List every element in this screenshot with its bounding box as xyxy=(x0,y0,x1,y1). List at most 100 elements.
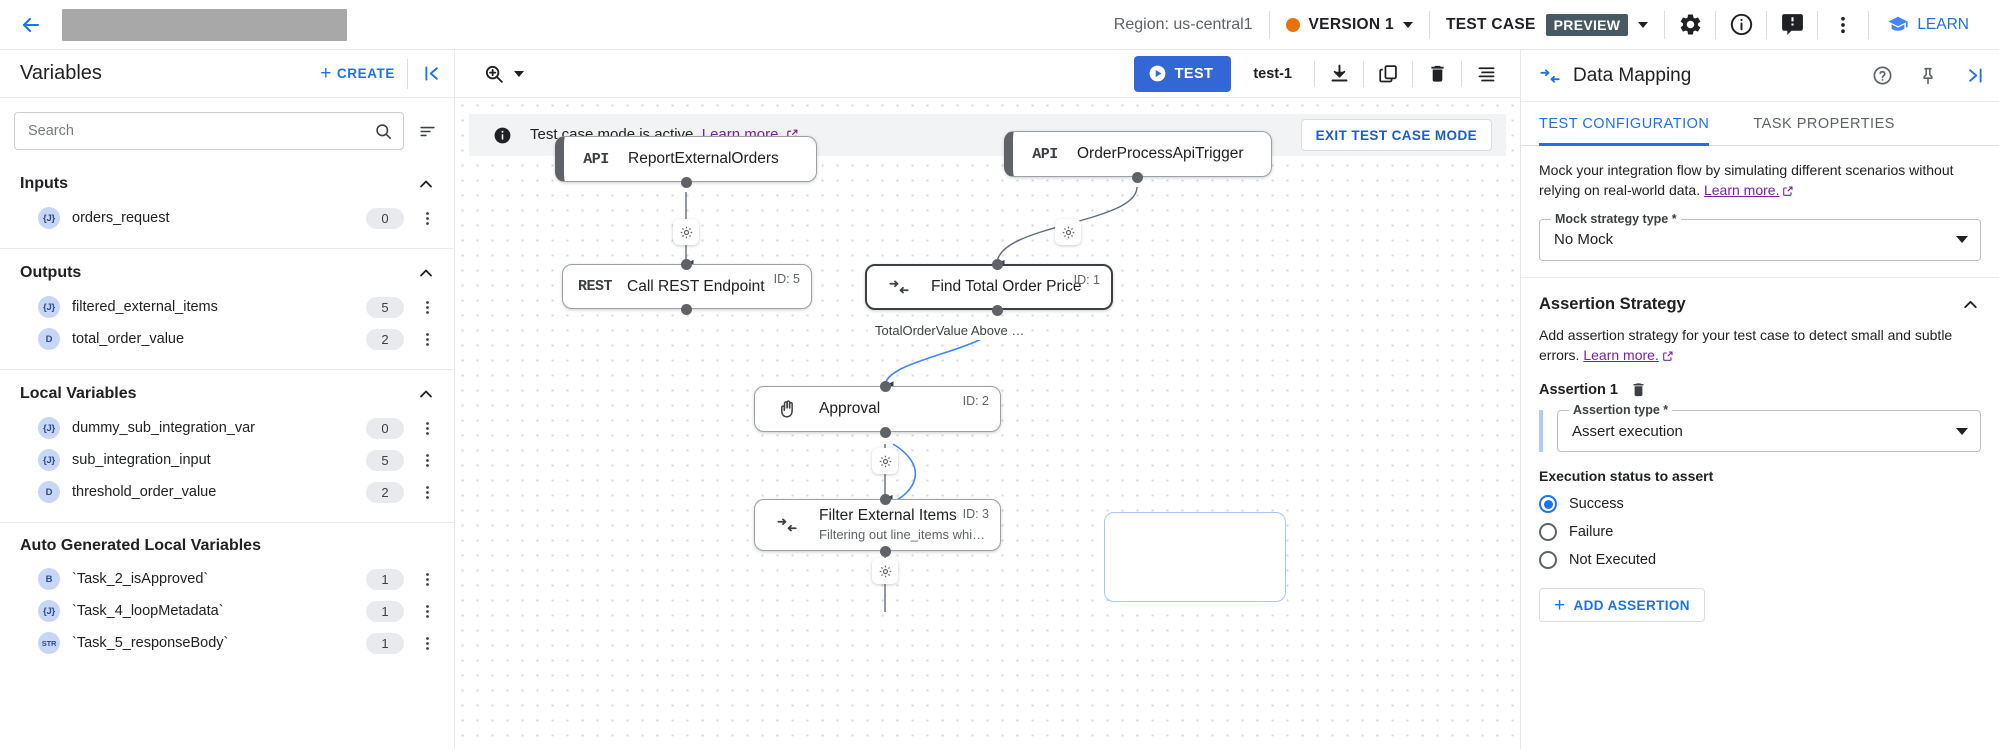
node-subtitle: Filtering out line_items whi… xyxy=(819,526,986,542)
section-header-local-variables[interactable]: Local Variables xyxy=(0,370,454,412)
zoom-control[interactable] xyxy=(475,63,532,85)
create-label: CREATE xyxy=(336,66,395,81)
more-vert-icon[interactable] xyxy=(416,420,438,437)
learn-more-link[interactable]: Learn more. xyxy=(1703,182,1780,199)
create-variable-button[interactable]: + CREATE xyxy=(310,64,405,83)
variables-panel: Variables + CREATE xyxy=(0,50,455,749)
tab-test-configuration[interactable]: TEST CONFIGURATION xyxy=(1539,102,1731,146)
radio-option-failure[interactable]: Failure xyxy=(1521,518,1999,546)
list-item[interactable]: D threshold_order_value 2 xyxy=(0,476,454,508)
version-selector[interactable]: VERSION 1 xyxy=(1270,16,1429,34)
variables-list[interactable]: Inputs {J} orders_request 0 Outputs xyxy=(0,160,454,749)
flow-canvas[interactable]: Test case mode is active. Learn more. EX… xyxy=(455,98,1520,749)
test-case-selector[interactable]: TEST CASE PREVIEW xyxy=(1430,13,1664,36)
assertion-strategy-header[interactable]: Assertion Strategy xyxy=(1521,278,1999,315)
exit-test-case-mode-button[interactable]: EXIT TEST CASE MODE xyxy=(1300,119,1492,151)
flow-node-filter-external-items[interactable]: Filter External Items Filtering out line… xyxy=(754,499,1001,551)
list-item[interactable]: {J} `Task_4_loopMetadata` 1 xyxy=(0,595,454,627)
list-item[interactable]: D total_order_value 2 xyxy=(0,323,454,355)
variable-type-badge: {J} xyxy=(38,449,60,471)
search-input-wrapper[interactable] xyxy=(14,112,404,150)
radio-option-not-executed[interactable]: Not Executed xyxy=(1521,546,1999,574)
collapse-left-icon[interactable] xyxy=(410,50,454,98)
more-vert-icon[interactable] xyxy=(416,452,438,469)
flow-node-approval[interactable]: Approval ID: 2 xyxy=(754,386,1001,432)
back-arrow-icon[interactable] xyxy=(14,8,48,42)
radio-label: Failure xyxy=(1569,524,1614,541)
section-title: Outputs xyxy=(20,264,82,281)
learn-more-link[interactable]: Learn more. xyxy=(1583,346,1659,363)
node-body: ReportExternalOrders xyxy=(628,149,816,168)
more-vert-icon[interactable] xyxy=(416,331,438,348)
assertion-type-select[interactable]: Assertion type * Assert execution xyxy=(1557,403,1981,453)
more-vert-icon[interactable] xyxy=(416,635,438,652)
list-item[interactable]: B `Task_2_isApproved` 1 xyxy=(0,563,454,595)
help-icon[interactable] xyxy=(1865,59,1899,93)
list-item[interactable]: {J} orders_request 0 xyxy=(0,202,454,234)
edge-gear-icon[interactable] xyxy=(872,448,898,474)
collapse-right-icon[interactable] xyxy=(1957,59,1991,93)
search-input[interactable] xyxy=(28,123,366,139)
flow-node-order-process-api-trigger[interactable]: API OrderProcessApiTrigger xyxy=(1004,131,1272,177)
more-vert-icon[interactable] xyxy=(1818,0,1868,50)
panel-divider xyxy=(407,58,408,89)
trash-icon[interactable] xyxy=(1630,381,1647,398)
radio-option-success[interactable]: Success xyxy=(1521,490,1999,518)
list-icon[interactable] xyxy=(1462,50,1510,98)
flow-node-call-rest-endpoint[interactable]: REST Call REST Endpoint ID: 5 xyxy=(562,264,812,309)
assertion-title: Assertion 1 xyxy=(1539,381,1618,398)
more-vert-icon[interactable] xyxy=(416,484,438,501)
section-header-outputs[interactable]: Outputs xyxy=(0,249,454,291)
main-body: Variables + CREATE xyxy=(0,50,1999,749)
node-input-port xyxy=(992,259,1003,270)
more-vert-icon[interactable] xyxy=(416,299,438,316)
section-header-inputs[interactable]: Inputs xyxy=(0,160,454,202)
more-vert-icon[interactable] xyxy=(416,571,438,588)
edge-gear-icon[interactable] xyxy=(673,219,699,245)
variable-type-badge: {J} xyxy=(38,600,60,622)
chevron-down-icon xyxy=(1402,21,1413,28)
learn-button[interactable]: LEARN xyxy=(1869,14,1985,36)
node-input-port xyxy=(880,494,891,505)
list-item[interactable]: {J} filtered_external_items 5 xyxy=(0,291,454,323)
node-title: OrderProcessApiTrigger xyxy=(1077,145,1244,163)
list-item[interactable]: {J} sub_integration_input 5 xyxy=(0,444,454,476)
section-header-auto-generated[interactable]: Auto Generated Local Variables xyxy=(0,523,454,563)
panel-body: Mock your integration flow by simulating… xyxy=(1521,146,1999,749)
more-vert-icon[interactable] xyxy=(416,210,438,227)
chevron-down-icon xyxy=(1956,427,1968,435)
run-test-button[interactable]: TEST xyxy=(1133,55,1232,92)
pin-icon[interactable] xyxy=(1911,59,1945,93)
variable-name: sub_integration_input xyxy=(72,452,211,468)
node-input-port xyxy=(681,259,692,270)
panel-header: Data Mapping xyxy=(1521,50,1999,102)
copy-icon[interactable] xyxy=(1364,50,1412,98)
variable-type-badge: D xyxy=(38,481,60,503)
flow-node-report-external-orders[interactable]: API ReportExternalOrders xyxy=(555,136,817,182)
flow-node-find-total-order-price[interactable]: Find Total Order Price ID: 1 xyxy=(865,264,1113,310)
delete-icon[interactable] xyxy=(1413,50,1461,98)
variables-section-inputs: Inputs {J} orders_request 0 xyxy=(0,160,454,249)
node-output-port xyxy=(681,304,692,315)
info-icon[interactable] xyxy=(1716,0,1766,50)
edge-gear-icon[interactable] xyxy=(872,558,898,584)
variable-name: `Task_4_loopMetadata` xyxy=(72,603,224,619)
download-icon[interactable] xyxy=(1315,50,1363,98)
list-item[interactable]: {J} dummy_sub_integration_var 0 xyxy=(0,412,454,444)
node-body: Filter External Items Filtering out line… xyxy=(819,506,1000,543)
list-item[interactable]: STR `Task_5_responseBody` 1 xyxy=(0,627,454,659)
gear-icon[interactable] xyxy=(1665,0,1715,50)
tab-task-properties[interactable]: TASK PROPERTIES xyxy=(1753,115,1895,132)
flow-node-partial[interactable] xyxy=(1104,512,1286,602)
chevron-up-icon xyxy=(1960,294,1981,315)
section-title: Auto Generated Local Variables xyxy=(20,537,261,554)
mock-strategy-select[interactable]: Mock strategy type * No Mock xyxy=(1539,211,1981,261)
add-assertion-button[interactable]: + ADD ASSERTION xyxy=(1539,588,1705,623)
radio-icon xyxy=(1539,523,1557,542)
edge-gear-icon[interactable] xyxy=(1055,219,1081,245)
feedback-icon[interactable] xyxy=(1767,0,1817,50)
more-vert-icon[interactable] xyxy=(416,603,438,620)
sort-icon[interactable] xyxy=(414,116,440,146)
mock-strategy-label: Mock strategy type * xyxy=(1551,211,1681,226)
